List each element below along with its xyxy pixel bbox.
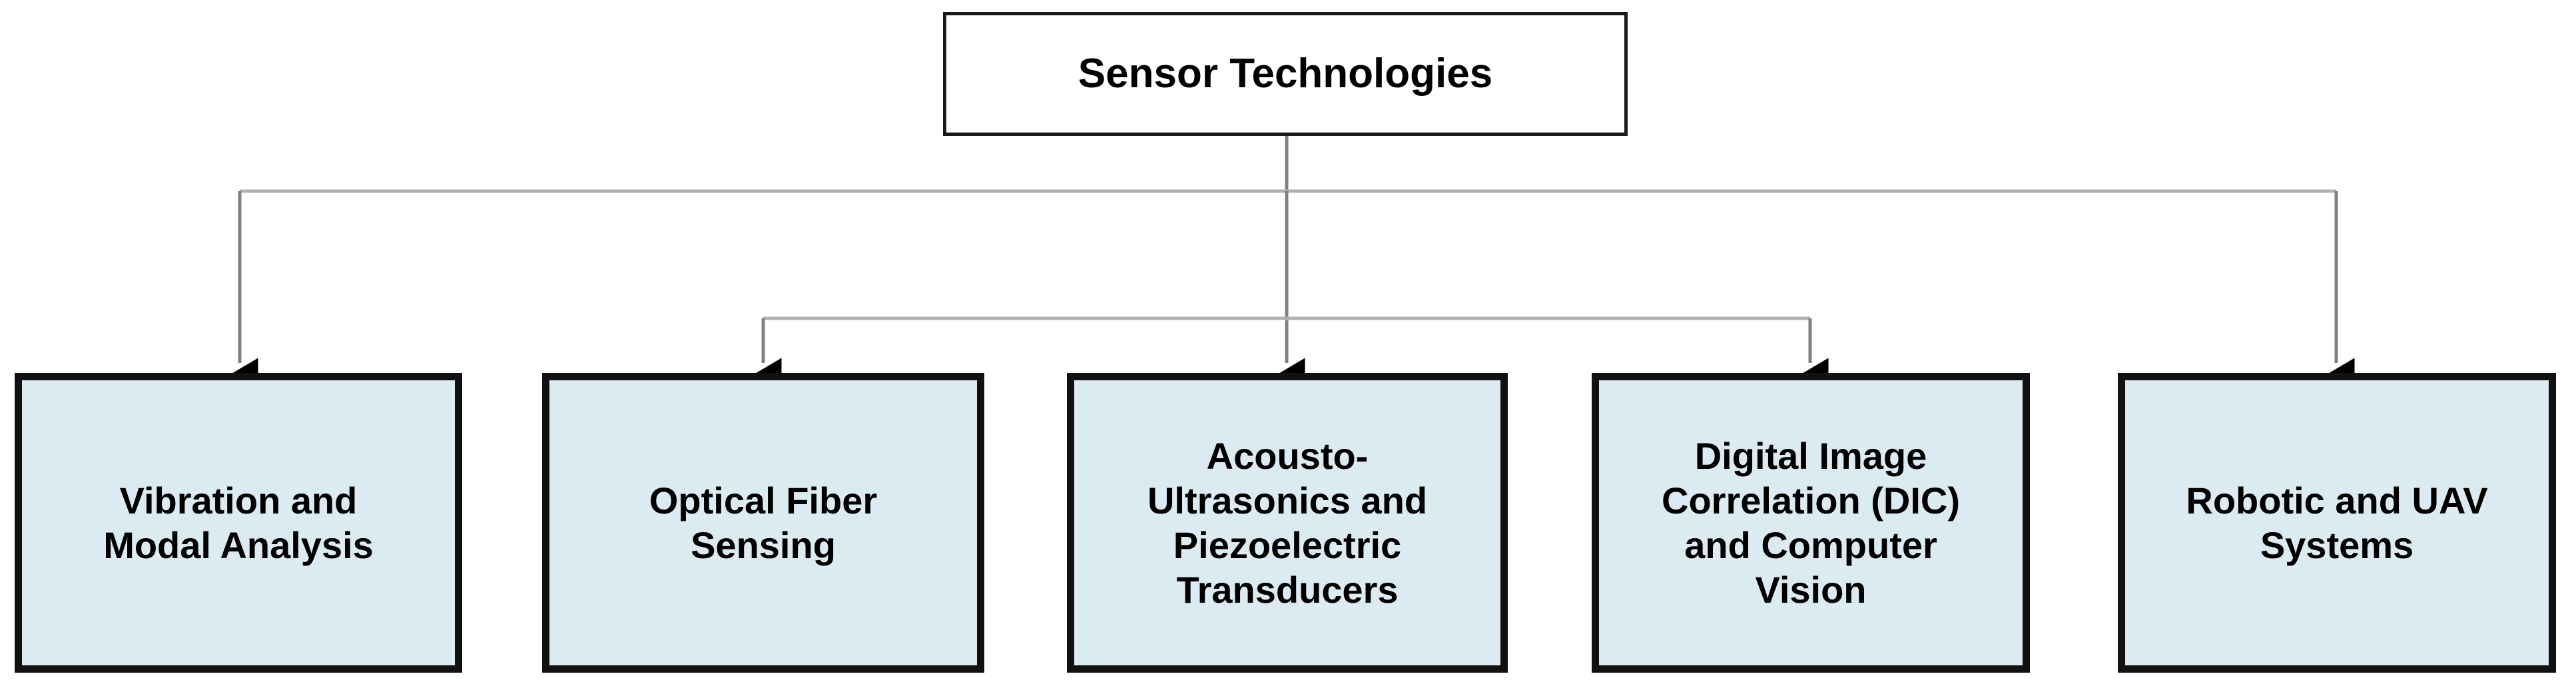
node-sensor-technologies[interactable]: Sensor Technologies: [943, 12, 1628, 136]
node-vibration-and-modal-analysis[interactable]: Vibration and Modal Analysis: [15, 373, 462, 673]
node-label-vibration-and-modal-analysis: Vibration and Modal Analysis: [103, 479, 374, 566]
node-robotic-and-uav-systems[interactable]: Robotic and UAV Systems: [2118, 373, 2556, 673]
node-label-robotic-and-uav-systems: Robotic and UAV Systems: [2186, 479, 2488, 566]
node-label-acousto-ultrasonics-and-piezoelectric-transducers: Acousto- Ultrasonics and Piezoelectric T…: [1147, 434, 1428, 611]
node-acousto-ultrasonics-and-piezoelectric-transducers[interactable]: Acousto- Ultrasonics and Piezoelectric T…: [1067, 373, 1508, 673]
node-label-digital-image-correlation-and-computer-vision: Digital Image Correlation (DIC) and Comp…: [1662, 434, 1960, 611]
node-label-optical-fiber-sensing: Optical Fiber Sensing: [649, 479, 878, 566]
node-digital-image-correlation-and-computer-vision[interactable]: Digital Image Correlation (DIC) and Comp…: [1592, 373, 2030, 673]
node-label-sensor-technologies: Sensor Technologies: [1078, 50, 1493, 97]
node-optical-fiber-sensing[interactable]: Optical Fiber Sensing: [542, 373, 984, 673]
